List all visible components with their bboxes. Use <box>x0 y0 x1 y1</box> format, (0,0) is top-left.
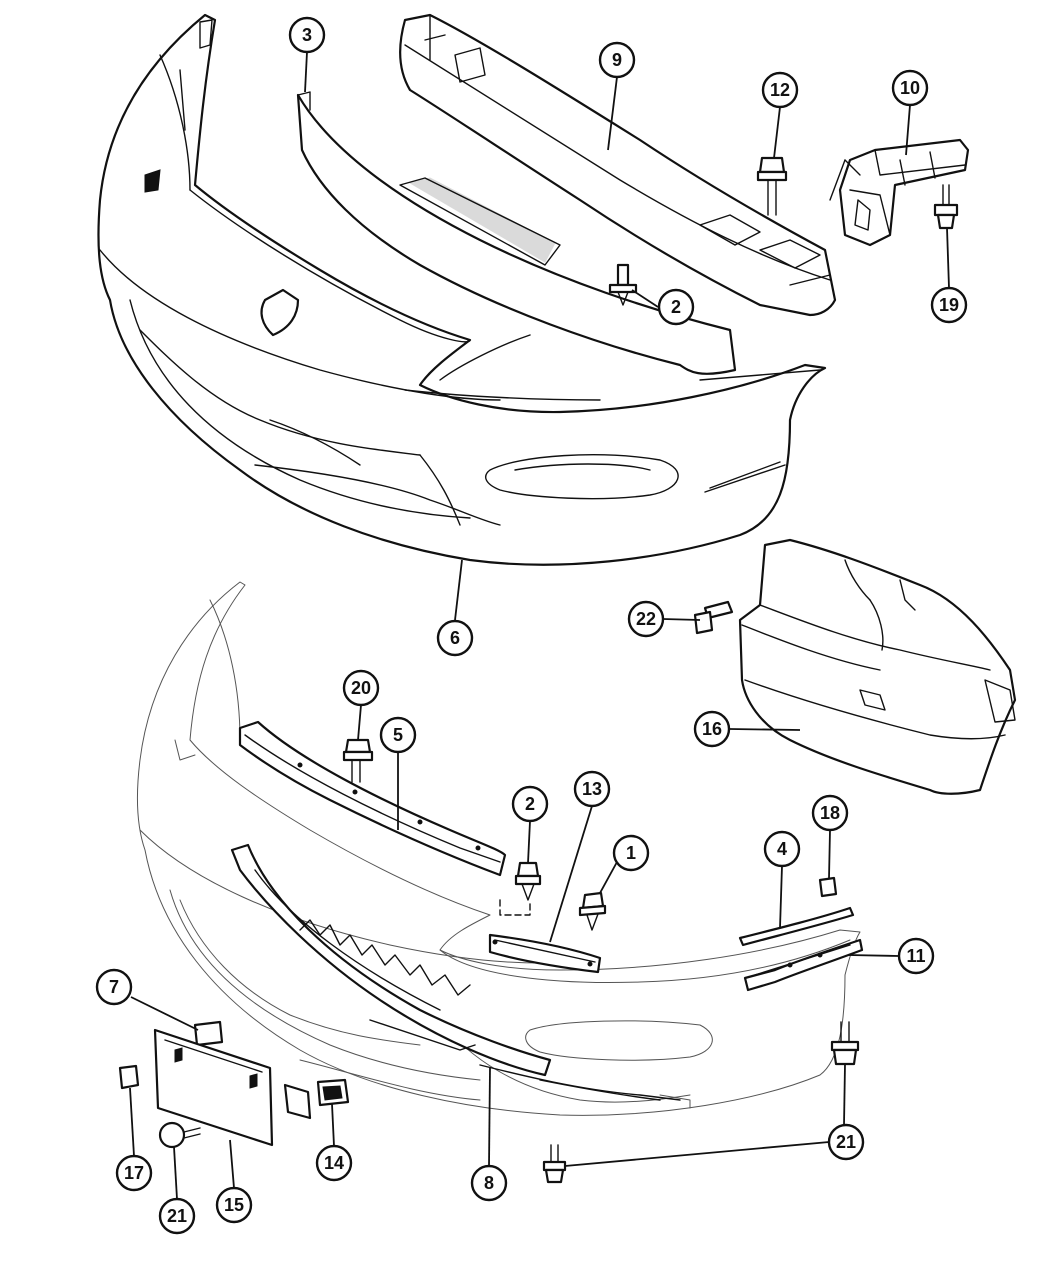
callout-16: 16 <box>693 710 731 748</box>
callout-2-lower: 2 <box>511 785 549 823</box>
svg-text:6: 6 <box>450 628 460 648</box>
side-retainer-11 <box>743 938 864 992</box>
callout-13: 13 <box>573 770 611 808</box>
bolt-12 <box>756 156 788 216</box>
callout-7: 7 <box>95 968 133 1006</box>
push-pin-22 <box>693 600 734 635</box>
clip-7 <box>193 1020 224 1047</box>
svg-text:8: 8 <box>484 1173 494 1193</box>
callout-8: 8 <box>470 1164 508 1202</box>
bolt-21-right <box>830 1021 860 1066</box>
callout-18: 18 <box>811 794 849 832</box>
svg-text:2: 2 <box>671 297 681 317</box>
nut-19 <box>933 184 959 230</box>
svg-text:20: 20 <box>351 678 371 698</box>
callout-17: 17 <box>115 1154 153 1192</box>
callout-14: 14 <box>315 1144 353 1182</box>
callout-1: 1 <box>612 834 650 872</box>
callout-5: 5 <box>379 716 417 754</box>
small-bracket-14 <box>283 1078 350 1120</box>
svg-text:19: 19 <box>939 295 959 315</box>
svg-text:21: 21 <box>836 1132 856 1152</box>
svg-text:10: 10 <box>900 78 920 98</box>
svg-text:16: 16 <box>702 719 722 739</box>
svg-text:22: 22 <box>636 609 656 629</box>
bumper-fascia-upper <box>97 13 827 566</box>
svg-text:12: 12 <box>770 80 790 100</box>
svg-text:7: 7 <box>109 977 119 997</box>
bolt-21-left <box>158 1121 201 1149</box>
callout-3: 3 <box>288 16 326 54</box>
svg-text:4: 4 <box>777 839 787 859</box>
upper-retainer-strip <box>238 720 507 877</box>
callout-2-upper: 2 <box>657 288 695 326</box>
bumper-bracket <box>829 138 970 247</box>
push-pin-1 <box>578 891 607 931</box>
svg-text:14: 14 <box>324 1153 344 1173</box>
clip-nut-18 <box>818 876 838 898</box>
bumper-reinforcement-beam <box>399 13 837 317</box>
callout-22: 22 <box>627 600 665 638</box>
callout-9: 9 <box>598 41 636 79</box>
leader-lines <box>129 51 950 1200</box>
callout-12: 12 <box>761 71 799 109</box>
callout-15: 15 <box>215 1186 253 1224</box>
air-deflector-16 <box>738 538 1017 795</box>
svg-text:21: 21 <box>167 1206 187 1226</box>
bolt-20 <box>342 738 374 783</box>
license-plate-bracket-15 <box>153 1028 274 1147</box>
callout-4: 4 <box>763 830 801 868</box>
side-strip-4 <box>738 906 855 947</box>
lower-grille-support <box>230 843 681 1101</box>
callout-20: 20 <box>342 669 380 707</box>
callout-11: 11 <box>897 937 935 975</box>
svg-text:9: 9 <box>612 50 622 70</box>
bolt-21-bottom <box>542 1144 567 1184</box>
push-pin-2-lower <box>514 861 542 901</box>
svg-text:2: 2 <box>525 794 535 814</box>
svg-text:5: 5 <box>393 725 403 745</box>
svg-text:15: 15 <box>224 1195 244 1215</box>
energy-absorber <box>296 91 737 375</box>
svg-text:11: 11 <box>906 946 925 966</box>
svg-text:17: 17 <box>124 1163 144 1183</box>
center-bracket-13 <box>488 899 602 974</box>
svg-text:13: 13 <box>582 779 602 799</box>
callout-21-right: 21 <box>827 1123 865 1161</box>
callout-19: 19 <box>930 286 968 324</box>
svg-text:18: 18 <box>820 803 840 823</box>
clip-nut-17 <box>118 1064 140 1090</box>
callout-21-left: 21 <box>158 1197 196 1235</box>
svg-text:3: 3 <box>302 25 312 45</box>
svg-text:1: 1 <box>626 843 636 863</box>
callout-10: 10 <box>891 69 929 107</box>
callout-6: 6 <box>436 619 474 657</box>
